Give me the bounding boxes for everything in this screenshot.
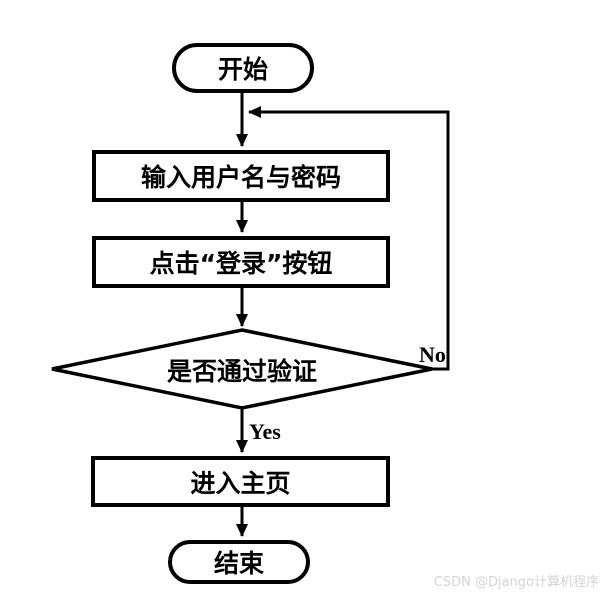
node-end: 结束 bbox=[168, 540, 310, 584]
node-click-login: 点击“登录”按钮 bbox=[92, 236, 390, 288]
edge-no-loop bbox=[248, 106, 450, 371]
watermark: CSDN @Django计算机程序 bbox=[433, 575, 599, 590]
node-input-credentials-label: 输入用户名与密码 bbox=[140, 163, 341, 192]
node-enter-home: 进入主页 bbox=[91, 456, 390, 507]
node-verify-label-text: 是否通过验证 bbox=[166, 357, 317, 386]
node-input-credentials: 输入用户名与密码 bbox=[92, 150, 390, 202]
edge-label-no: No bbox=[419, 342, 446, 367]
node-verify-label: 是否通过验证 bbox=[142, 356, 342, 386]
node-enter-home-label: 进入主页 bbox=[190, 468, 291, 498]
node-click-login-label: 点击“登录”按钮 bbox=[149, 249, 333, 278]
edge-label-yes: Yes bbox=[249, 419, 281, 444]
node-start-label: 开始 bbox=[217, 55, 268, 84]
node-end-label: 结束 bbox=[213, 549, 264, 578]
node-start: 开始 bbox=[172, 43, 314, 93]
